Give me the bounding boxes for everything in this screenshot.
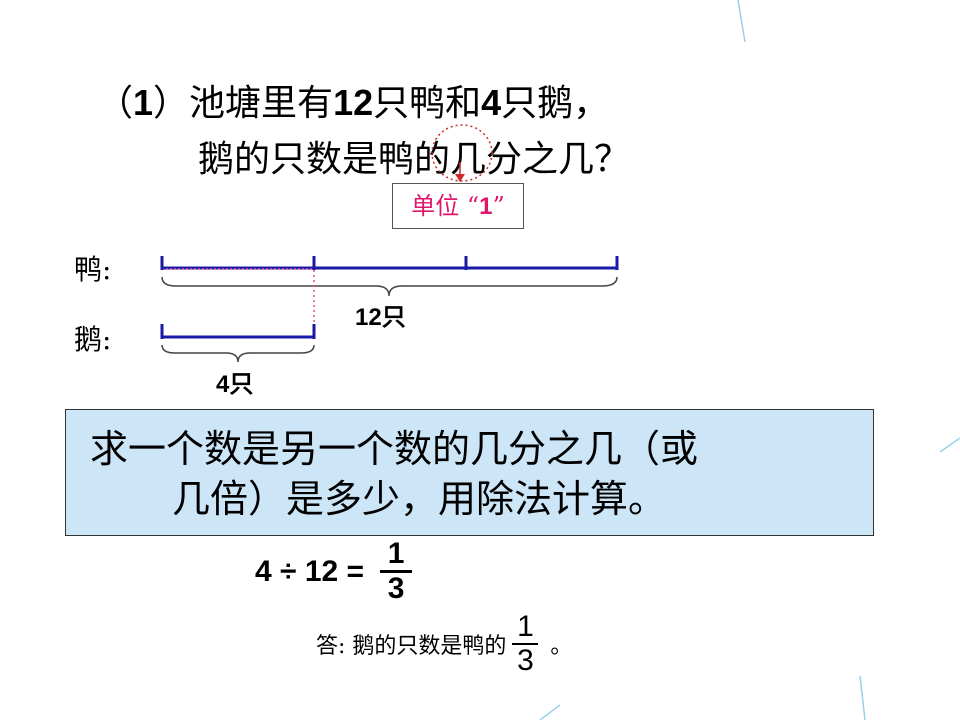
duck-row-label: 鸭: bbox=[74, 253, 112, 286]
question-text: 只鹅， bbox=[501, 83, 610, 124]
fraction-denominator: 3 bbox=[387, 572, 405, 605]
question-text: 的几分之几？ bbox=[414, 139, 631, 180]
question-duck-word: 鸭 bbox=[378, 139, 415, 180]
equation-fraction: 1 3 bbox=[380, 537, 413, 605]
goose-total-label: 4只 bbox=[216, 371, 254, 398]
answer: 答: 鹅的只数是鸭的 1 3 。 bbox=[316, 611, 572, 677]
goose-count: 4 bbox=[481, 82, 502, 123]
fraction-numerator: 1 bbox=[387, 537, 405, 570]
fraction-bar bbox=[512, 643, 539, 645]
duck-brace bbox=[161, 276, 618, 297]
duck-count: 12 bbox=[333, 82, 374, 123]
highlight-circle bbox=[431, 124, 493, 182]
question-line-2: 鹅的只数是鸭的几分之几？ bbox=[198, 130, 630, 182]
equation: 4 ÷ 12 = 1 3 bbox=[255, 537, 413, 605]
question-text: 鹅的只数是 bbox=[198, 139, 379, 180]
unit-one-tag: 单位 “1” bbox=[392, 183, 524, 229]
unit-tag-value: 1 bbox=[479, 193, 493, 220]
answer-period: 。 bbox=[550, 634, 573, 659]
rule-line-2: 几倍）是多少，用除法计算。 bbox=[172, 477, 667, 521]
pointer-arrow-head bbox=[455, 174, 465, 182]
fraction-bar bbox=[380, 570, 413, 573]
question-text: ）池塘里有 bbox=[153, 83, 334, 124]
question-text: 只鸭和 bbox=[373, 83, 482, 124]
equation-lhs: 4 ÷ 12 = bbox=[255, 554, 365, 588]
rule-box: 求一个数是另一个数的几分之几（或 几倍）是多少，用除法计算。 bbox=[65, 409, 874, 536]
unit-tag-text: 单位 bbox=[411, 192, 460, 220]
quote-open: “ bbox=[466, 192, 480, 220]
fraction-numerator: 1 bbox=[517, 610, 534, 643]
goose-brace bbox=[161, 344, 315, 363]
question-index: 1 bbox=[133, 82, 154, 123]
answer-text: 答: 鹅的只数是鸭的 bbox=[316, 634, 507, 659]
rule-line-1: 求一个数是另一个数的几分之几（或 bbox=[90, 427, 699, 471]
answer-fraction: 1 3 bbox=[512, 610, 539, 677]
fraction-denominator: 3 bbox=[517, 644, 534, 677]
goose-row-label: 鹅: bbox=[74, 323, 112, 356]
duck-total-label: 12只 bbox=[355, 304, 406, 331]
question-paren: （ bbox=[97, 83, 134, 124]
question-line-1: （1）池塘里有12只鸭和4只鹅， bbox=[97, 74, 609, 126]
quote-close: ” bbox=[492, 192, 505, 220]
